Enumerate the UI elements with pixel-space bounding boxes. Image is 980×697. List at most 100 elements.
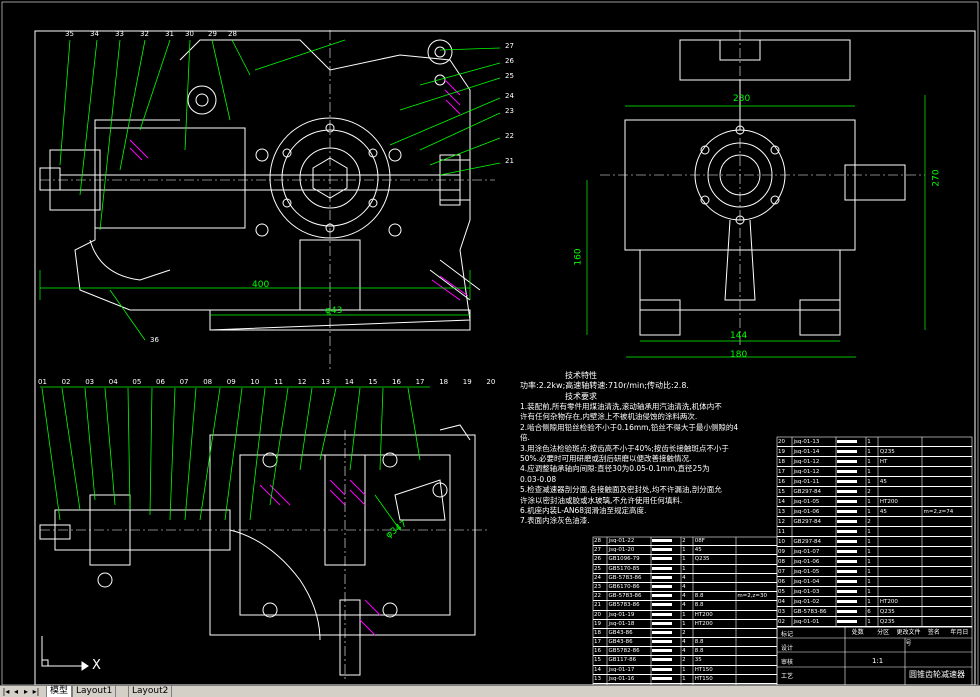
front-part-label: 34 xyxy=(90,30,99,38)
bom-cell xyxy=(736,537,777,545)
bom-name-placeholder xyxy=(837,470,858,473)
bom-cell: m=2,z=74 xyxy=(923,509,954,515)
plan-view-centerlines xyxy=(40,430,490,680)
bom-cell: GB297-84 xyxy=(793,489,822,495)
bom-cell xyxy=(736,601,777,609)
bom-cell: GB117-86 xyxy=(608,657,637,664)
bom-cell xyxy=(879,577,923,586)
front-view-dimensions xyxy=(39,270,471,316)
bom-name-placeholder xyxy=(837,540,858,543)
bom-cell: jsq-01-20 xyxy=(608,547,635,554)
bom-cell xyxy=(836,617,866,626)
bom-cell xyxy=(923,557,972,566)
bom-cell: 1 xyxy=(867,499,871,505)
bom-cell xyxy=(923,587,972,596)
bom-cell: 14 xyxy=(778,499,785,505)
plan-part-label: 07 xyxy=(179,378,189,386)
tab-last-icon[interactable]: ▸| xyxy=(32,687,40,696)
bom-cell xyxy=(836,447,866,456)
bom-cell: GB5170-85 xyxy=(608,565,640,572)
bom-name-placeholder xyxy=(652,676,673,680)
plan-part-label: 18 xyxy=(439,378,449,386)
bom-cell: Q235 xyxy=(879,609,895,615)
title-block: 标记设计审核工艺 处数分区更改文件号签名年月日 1:1 圆锥齿轮减速器 xyxy=(777,627,972,685)
tech-req-line: 5.检查减速器剖分面,各接触面及密封处,均不许漏油,剖分面允 xyxy=(520,485,722,495)
bom-name-placeholder xyxy=(652,640,673,644)
tab-next-icon[interactable]: ▸ xyxy=(23,687,28,696)
bom-cell: HT200 xyxy=(879,499,898,505)
bom-cell: 20 xyxy=(594,611,601,618)
bom-cell: HT200 xyxy=(694,620,713,627)
bom-cell: 1 xyxy=(867,509,871,515)
bom-cell xyxy=(651,583,681,591)
bom-cell xyxy=(923,527,972,536)
tech-req-line: 3.用涂色法检验斑点:按齿高不小于40%;按齿长接触斑点不小于 xyxy=(520,443,729,453)
bom-name-placeholder xyxy=(652,584,673,588)
bom-cell: Q235 xyxy=(879,449,895,455)
plan-part-label: 17 xyxy=(415,378,425,386)
tab-first-icon[interactable]: |◂ xyxy=(2,687,10,696)
bom-cell: 18 xyxy=(778,459,785,465)
dim-front-length: 400 xyxy=(252,280,270,290)
bom-cell: 13 xyxy=(778,509,785,515)
bom-cell: 04 xyxy=(778,599,785,605)
bom-cell xyxy=(736,647,777,655)
bom-cell: 27 xyxy=(594,547,601,554)
ucs-x-label: X xyxy=(92,658,101,673)
bom-cell: 1 xyxy=(682,675,686,682)
bom-cell: 45 xyxy=(879,509,887,515)
bom-cell: 13 xyxy=(594,675,601,682)
title-block-drawing-name: 圆锥齿轮减速器 xyxy=(909,670,965,679)
bom-cell: 1 xyxy=(867,479,871,485)
bom-cell: 10 xyxy=(778,539,785,545)
bom-cell: 16 xyxy=(778,479,785,485)
plan-view-hatch xyxy=(259,479,381,636)
bom-cell: GB-5783-86 xyxy=(608,574,642,581)
bom-name-placeholder xyxy=(837,460,858,463)
bom-name-placeholder xyxy=(837,550,858,553)
layout-tab[interactable]: Layout2 xyxy=(128,686,173,697)
bom-name-placeholder xyxy=(837,490,858,493)
bom-name-placeholder xyxy=(837,450,858,453)
bom-cell: 1 xyxy=(682,666,686,673)
bom-cell: GB5783-86 xyxy=(608,602,640,609)
bom-cell xyxy=(836,547,866,556)
bom-cell xyxy=(879,437,923,446)
bom-cell: 03 xyxy=(778,609,785,615)
bom-cell xyxy=(923,517,972,526)
front-part-label: 27 xyxy=(505,42,514,50)
bom-cell: 17 xyxy=(778,469,785,475)
layout-tab[interactable]: Layout1 xyxy=(72,686,117,697)
bom-cell: GB5782-86 xyxy=(608,648,640,655)
plan-part-label: 09 xyxy=(226,378,236,386)
bom-cell: jsq-01-01 xyxy=(793,619,820,625)
bom-cell xyxy=(836,567,866,576)
tab-prev-icon[interactable]: ◂ xyxy=(13,687,18,696)
bom-name-placeholder xyxy=(837,610,858,613)
tech-char-text: 功率:2.2kw;高速轴转速:710r/min;传动比:2.8. xyxy=(520,381,689,390)
title-block-row-label: 工艺 xyxy=(781,673,794,680)
bom-cell xyxy=(879,567,923,576)
bom-cell xyxy=(836,467,866,476)
front-part-label: 22 xyxy=(505,132,514,140)
bom-cell xyxy=(923,477,972,486)
bom-cell: 1 xyxy=(867,539,871,545)
bom-cell: 1 xyxy=(682,611,686,618)
layout-tab[interactable]: 模型 xyxy=(46,686,73,697)
bom-cell xyxy=(651,565,681,573)
bom-cell xyxy=(651,656,681,664)
title-block-col-label: 分区 xyxy=(877,629,890,636)
front-view-hatch xyxy=(129,79,469,301)
bom-cell xyxy=(651,537,681,545)
